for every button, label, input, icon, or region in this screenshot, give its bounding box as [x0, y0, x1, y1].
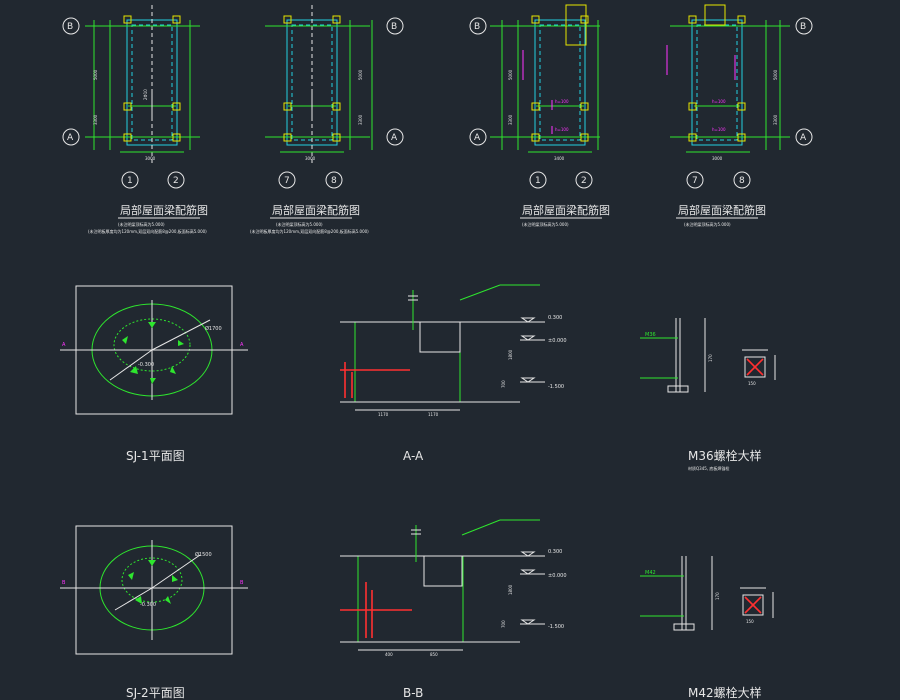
svg-text:A: A	[240, 342, 244, 348]
svg-text:(未注明梁顶标高为5.000): (未注明梁顶标高为5.000)	[684, 221, 731, 227]
svg-text:5000: 5000	[358, 69, 363, 80]
bb-title: B-B	[403, 686, 423, 700]
section-b-b: 0.300 ±0.000 -1.500 400 850 1800 700 B-B	[340, 519, 567, 700]
svg-text:h=100: h=100	[555, 127, 569, 132]
svg-text:170: 170	[708, 354, 713, 362]
sj1-plan: -0.300 Ø1700 A A SJ-1平面图	[60, 285, 248, 463]
svg-text:B: B	[800, 22, 806, 32]
svg-text:B: B	[67, 22, 73, 32]
svg-text:150: 150	[748, 381, 756, 386]
svg-text:0.300: 0.300	[548, 315, 562, 321]
svg-text:2: 2	[581, 176, 587, 186]
svg-text:3000: 3000	[145, 156, 156, 161]
svg-text:A: A	[62, 342, 66, 348]
svg-text:h=100: h=100	[712, 99, 726, 104]
sj1-title: SJ-1平面图	[126, 449, 185, 463]
svg-text:850: 850	[430, 652, 438, 657]
svg-text:7: 7	[284, 176, 290, 186]
svg-text:1170: 1170	[378, 412, 389, 417]
svg-text:A: A	[67, 133, 74, 143]
svg-text:h=100: h=100	[555, 99, 569, 104]
svg-text:3300: 3300	[358, 114, 363, 125]
svg-text:(未注明梁顶标高为5.000): (未注明梁顶标高为5.000)	[276, 221, 323, 227]
svg-text:3000: 3000	[305, 156, 316, 161]
svg-text:局部屋面梁配筋图: 局部屋面梁配筋图	[678, 203, 766, 217]
svg-text:1800: 1800	[508, 584, 513, 595]
plan-title: 局部屋面梁配筋图	[120, 203, 208, 217]
svg-text:1800: 1800	[508, 349, 513, 360]
m42-bolt-detail: 170 M42 150 M42螺栓大样	[640, 556, 774, 700]
svg-text:1: 1	[127, 176, 133, 186]
svg-text:3300: 3300	[508, 114, 513, 125]
svg-text:局部屋面梁配筋图: 局部屋面梁配筋图	[272, 203, 360, 217]
svg-text:3400: 3400	[554, 156, 565, 161]
svg-text:材质Q345, 底板焊锚栓: 材质Q345, 底板焊锚栓	[688, 465, 729, 471]
svg-text:3300: 3300	[93, 114, 98, 125]
svg-text:±0.000: ±0.000	[548, 338, 567, 344]
axis-bubble-b	[62, 17, 80, 35]
svg-text:150: 150	[746, 619, 754, 624]
axis-bubble-a	[62, 128, 80, 146]
svg-text:8: 8	[331, 176, 337, 186]
svg-text:700: 700	[501, 380, 506, 388]
svg-text:M42: M42	[645, 570, 656, 576]
svg-text:B: B	[391, 22, 397, 32]
sj2-plan: -0.300 Ø1500 B B SJ-2平面图	[60, 525, 248, 700]
svg-text:B: B	[240, 580, 244, 586]
svg-text:0.300: 0.300	[548, 549, 562, 555]
svg-text:5000: 5000	[93, 69, 98, 80]
svg-text:h=100: h=100	[712, 127, 726, 132]
plan-3: h=100 h=100 5000 3300 3400 B A 1 2 局部屋面梁…	[469, 4, 610, 227]
svg-text:-0.300: -0.300	[138, 362, 154, 368]
svg-text:(未注明梁顶标高为5.000): (未注明梁顶标高为5.000)	[522, 221, 569, 227]
svg-text:B: B	[62, 580, 66, 586]
svg-text:B: B	[474, 22, 480, 32]
svg-text:±0.000: ±0.000	[548, 573, 567, 579]
svg-text:1170: 1170	[428, 412, 439, 417]
svg-text:2: 2	[173, 176, 179, 186]
svg-text:Ø1500: Ø1500	[195, 551, 212, 558]
svg-text:(未注明梁顶标高为5.000): (未注明梁顶标高为5.000)	[118, 221, 165, 227]
svg-text:A: A	[800, 133, 807, 143]
svg-text:5000: 5000	[508, 69, 513, 80]
svg-text:3000: 3000	[712, 156, 723, 161]
svg-text:局部屋面梁配筋图: 局部屋面梁配筋图	[522, 203, 610, 217]
svg-text:8: 8	[739, 176, 745, 186]
svg-text:170: 170	[715, 592, 720, 600]
svg-text:2Φ10: 2Φ10	[143, 89, 148, 100]
aa-title: A-A	[403, 449, 424, 463]
axis-bubble-2	[167, 171, 185, 189]
svg-text:400: 400	[385, 652, 393, 657]
svg-text:M36: M36	[645, 332, 656, 338]
svg-text:Ø1700: Ø1700	[205, 325, 222, 332]
axis-bubble-1	[121, 171, 139, 189]
svg-text:-1.500: -1.500	[548, 384, 564, 390]
sj2-title: SJ-2平面图	[126, 686, 185, 700]
m42-title: M42螺栓大样	[688, 685, 762, 700]
svg-text:-1.500: -1.500	[548, 624, 564, 630]
svg-text:3300: 3300	[773, 114, 778, 125]
plan-2: 5000 3300 3000 B A 7 8 局部屋面梁配筋图 (未注明梁顶标高…	[250, 5, 404, 234]
svg-text:700: 700	[501, 620, 506, 628]
svg-text:1: 1	[535, 176, 541, 186]
svg-text:7: 7	[692, 176, 698, 186]
svg-text:A: A	[391, 133, 398, 143]
plan-1: 2Φ10 5000 3300 3000 B A 1 2 局部屋面梁配筋图 (未注…	[62, 5, 208, 234]
svg-text:A: A	[474, 133, 481, 143]
plan-4: h=100 h=100 5000 3300 3000 B A 7 8 局部屋面梁…	[666, 4, 813, 227]
svg-text:5000: 5000	[773, 69, 778, 80]
svg-text:(未注明板厚度均为120mm,双层双向配筋8@200,板面标: (未注明板厚度均为120mm,双层双向配筋8@200,板面标高5.000)	[88, 228, 207, 234]
svg-text:-0.300: -0.300	[140, 602, 156, 608]
m36-title: M36螺栓大样	[688, 448, 762, 463]
svg-text:(未注明板厚度均为120mm,双层双向配筋8@200,板面标: (未注明板厚度均为120mm,双层双向配筋8@200,板面标高5.000)	[250, 228, 369, 234]
section-a-a: 0.300 ±0.000 -1.500 1170 1170 1800 700 A…	[340, 284, 567, 463]
m36-bolt-detail: 170 M36 150 M36螺栓大样 材质Q345, 底板焊锚栓	[640, 318, 776, 471]
